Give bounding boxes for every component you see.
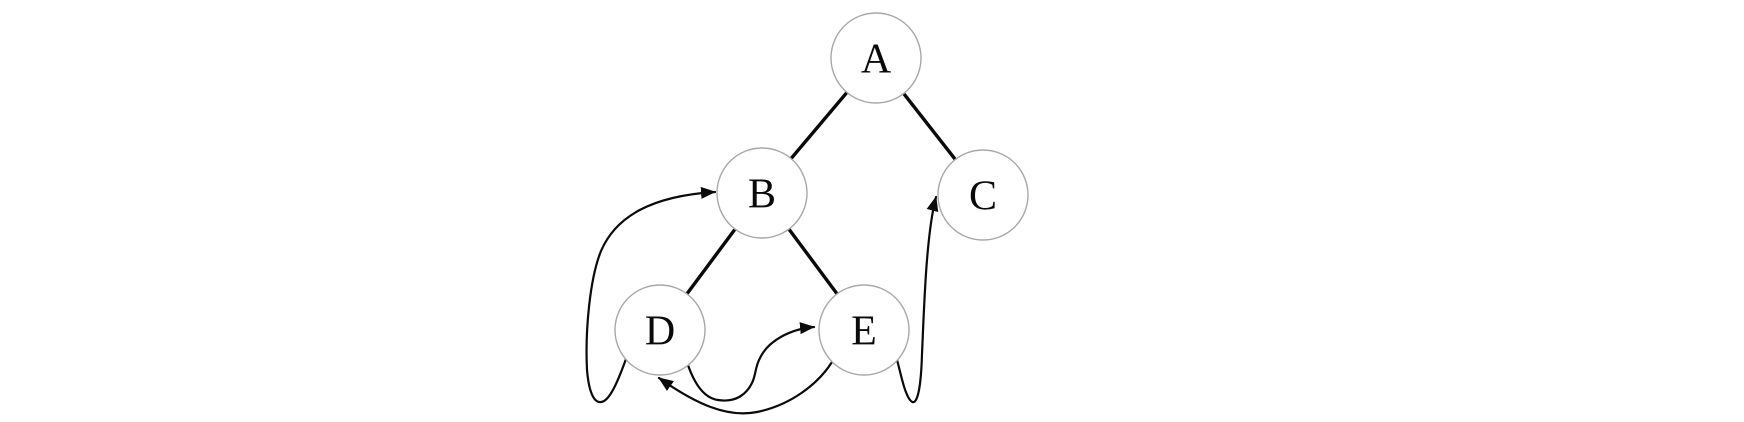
node-label-A: A: [861, 37, 892, 83]
directed-edges-layer: [585, 186, 939, 415]
node-circle-E: [818, 284, 910, 376]
arrow-edge-D-E: [684, 322, 816, 402]
arrow-edge-D-B: [585, 186, 717, 404]
node-E: E: [818, 284, 910, 376]
arrow-edge-E-D: [657, 360, 834, 415]
node-label-D: D: [645, 309, 675, 355]
node-C: C: [937, 149, 1029, 241]
node-D: D: [614, 284, 706, 376]
node-circle-A: [830, 12, 922, 104]
tree-edges-layer: [685, 91, 957, 295]
nodes-layer: A B C D E: [614, 12, 1029, 376]
node-A: A: [830, 12, 922, 104]
arrow-edge-E-C: [894, 195, 939, 404]
tree-edge-A-B: [790, 91, 848, 160]
node-circle-B: [716, 147, 808, 239]
node-B: B: [716, 147, 808, 239]
tree-edge-B-E: [787, 228, 839, 295]
node-label-E: E: [851, 309, 877, 355]
tree-edge-B-D: [685, 228, 737, 295]
node-circle-C: [937, 149, 1029, 241]
node-label-B: B: [748, 172, 776, 218]
tree-edge-A-C: [902, 92, 957, 161]
node-label-C: C: [969, 174, 997, 220]
node-circle-D: [614, 284, 706, 376]
